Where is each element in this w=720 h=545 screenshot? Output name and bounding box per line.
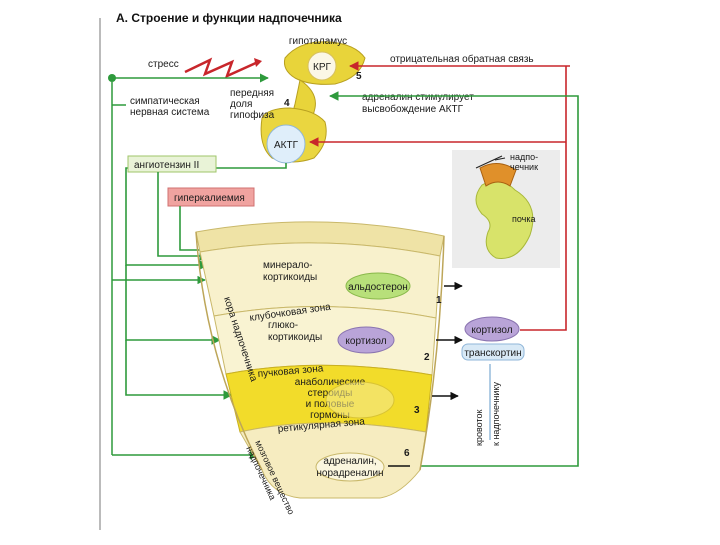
kidney-shape: [475, 180, 534, 260]
gluco-label-1: глюко-: [268, 320, 298, 331]
hyperkalemia-box: [167, 187, 255, 207]
stress-label: стресс: [148, 59, 179, 70]
angiotensin-arrow: [157, 172, 209, 261]
diagram-title: А. Строение и функции надпочечника: [116, 11, 342, 25]
aldosterone-pill: [345, 272, 411, 300]
kidney-label: почка: [512, 214, 536, 224]
akth-to-reticularis-arrow: [125, 340, 233, 400]
adrenaline-pill: [315, 452, 385, 482]
krg-bubble: [307, 51, 337, 81]
negative-feedback-label: отрицательная обратная связь: [390, 53, 534, 65]
sympathetic-label-2: нервная система: [130, 107, 210, 118]
hypothalamus-label: гипоталамус: [289, 36, 347, 47]
krg-label: КРГ: [313, 62, 331, 73]
number-4: 4: [284, 98, 290, 109]
number-3: 3: [414, 405, 420, 416]
adrenal-label-1: надпо-: [510, 152, 538, 162]
anabolic-pill: [325, 381, 395, 419]
adrenaline-stim-label-1: адреналин стимулирует: [362, 92, 474, 103]
number-6: 6: [404, 448, 410, 459]
gluco-label-2: кортикоиды: [268, 332, 322, 343]
akth-label: АКТГ: [274, 140, 299, 151]
cortisol-transport-label: кортизол: [471, 325, 512, 336]
adrenaline-stim-label-2: высвобождение АКТГ: [362, 103, 464, 115]
feedback-loop-line: [520, 66, 567, 331]
angiotensin-box: [127, 155, 217, 173]
cortisol-transport-pill: [464, 316, 520, 342]
anabolic-label-4: гормоны: [310, 410, 350, 421]
pituitary-label-2: доля: [230, 99, 252, 110]
hypothalamus-illustration: [260, 41, 366, 164]
mineralo-label-2: кортикоиды: [263, 272, 317, 283]
cortisol-pill: [337, 326, 395, 354]
pituitary-label-3: гипофиза: [230, 109, 275, 121]
cortisol-label: кортизол: [345, 336, 386, 347]
adrenal-label-2: чечник: [510, 162, 538, 172]
transcortin-label: транскортин: [464, 348, 521, 359]
kidney-inset: [452, 150, 560, 268]
adrenaline-label-2: норадреналин: [316, 468, 383, 479]
adrenaline-label-1: адреналин,: [323, 456, 376, 467]
adrenal-gland-shape: [479, 163, 517, 187]
sympathetic-label-1: симпатическая: [130, 96, 200, 107]
adrenaline-feedback-line: [329, 91, 579, 467]
mineralo-label-1: минерало-: [263, 260, 313, 271]
number-1: 1: [436, 295, 442, 306]
transcortin-box: [461, 343, 525, 361]
number-5: 5: [356, 71, 362, 82]
angiotensin-label: ангиотензин II: [134, 160, 199, 171]
blood-label-2: к надпочечнику: [491, 382, 501, 446]
stress-zigzag-arrow: [184, 57, 259, 79]
blood-label-1: кровоток: [474, 410, 484, 446]
number-2: 2: [424, 352, 430, 363]
akth-to-glomerulosa-arrow: [125, 163, 287, 270]
hyperkalemia-label: гиперкалиемия: [174, 193, 245, 204]
aldosterone-label: альдостерон: [348, 282, 408, 293]
pituitary-label-1: передняя: [230, 88, 274, 99]
